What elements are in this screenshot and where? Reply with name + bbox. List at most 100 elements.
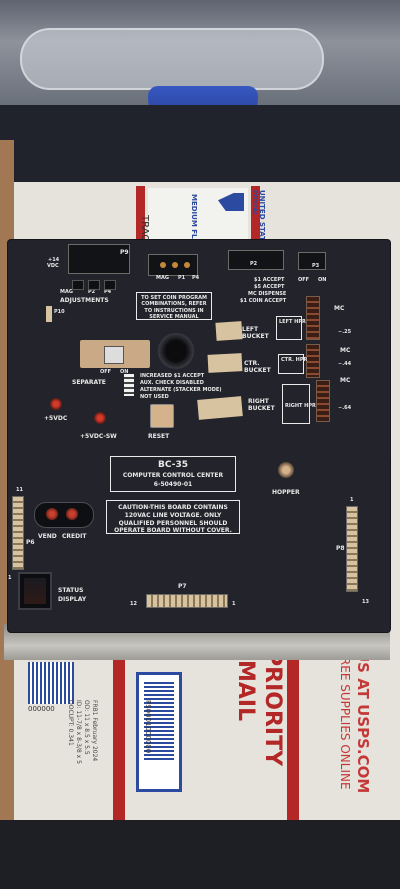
adjustment-pot-2[interactable]: [88, 280, 100, 290]
p7-connector: [146, 594, 228, 608]
mc-label-2: MC: [340, 347, 351, 354]
title-box: BC-35 COMPUTER CONTROL CENTER 6-50490-01: [110, 456, 236, 492]
mag-pin-3: [184, 262, 190, 268]
p8-pin-bottom: 13: [362, 599, 369, 605]
p10-connector: [46, 306, 52, 322]
board-cover: [8, 240, 390, 632]
dip-switch-accept[interactable]: [306, 296, 320, 340]
adjustment-pot-3[interactable]: [104, 280, 116, 290]
hpr-box-2: [278, 354, 304, 374]
box-red-stripe-top-right: [251, 186, 260, 242]
p6-connector: [12, 496, 24, 570]
label-p4b: P4: [192, 275, 200, 281]
usps-com-text: US AT USPS.COM: [354, 650, 372, 794]
fine-print-1: FRB1 February 2024: [91, 700, 98, 762]
p6-label: P6: [26, 539, 35, 546]
p6-pin-top: 11: [16, 487, 23, 493]
bin-handle: [20, 28, 324, 90]
free-supplies-text: FREE SUPPLIES ONLINE: [338, 650, 352, 790]
label-vdc: VDC: [47, 263, 59, 269]
p7-label: P7: [178, 583, 187, 590]
switch-off-label: OFF: [100, 369, 112, 375]
separate-label: SEPARATE: [72, 379, 106, 386]
p3-connector: [298, 252, 326, 270]
plus5vdc-led: [50, 398, 62, 410]
dip-switch-left[interactable]: [306, 344, 320, 378]
hpr-box-3: [282, 384, 310, 424]
reset-label: RESET: [148, 433, 170, 440]
label-p3: P3: [312, 263, 320, 269]
accept-label-3: MC DISPENSE: [248, 291, 287, 297]
tape-patch-2: [207, 353, 243, 373]
display-label: DISPLAY: [58, 596, 87, 603]
p8-label: P8: [336, 545, 345, 552]
bin-shadow: [0, 105, 400, 185]
right-bucket-label: RIGHT BUCKET: [248, 398, 275, 413]
label-on: ON: [318, 277, 327, 283]
mag-pin-1: [160, 262, 166, 268]
accept-label-1: $1 ACCEPT: [254, 277, 285, 283]
vend-label: VEND: [38, 533, 57, 540]
p9-connector: [68, 244, 130, 274]
plus5vdc-label: +5VDC: [44, 415, 68, 422]
tape-patch-3: [197, 396, 243, 420]
side-number-2: −.44: [338, 361, 352, 367]
hpr-box-1: [276, 316, 302, 340]
box-red-stripe-bottom-right: [287, 640, 299, 820]
postal-text: POSTAL: [251, 190, 258, 216]
label-p4: P4: [104, 289, 112, 295]
option-1: INCREASED $1 ACCEPT: [140, 373, 205, 379]
mag-pin-2: [172, 262, 178, 268]
option-3: ALTERNATE (STACKER MODE): [140, 387, 222, 393]
adjustment-pot-1[interactable]: [72, 280, 84, 290]
option-2: AUX. CHECK DISABLED: [140, 380, 204, 386]
caution-text: CAUTION-THIS BOARD CONTAINS 120VAC LINE …: [114, 504, 232, 535]
fine-print-4: OOCUPT: 0.341: [67, 700, 74, 746]
coin-program-note-box: TO SET COIN PROGRAM COMBINATIONS, REFER …: [136, 292, 212, 320]
status-label: STATUS: [58, 587, 84, 594]
barcode-center-number: PS0001000000: [144, 700, 152, 754]
barcode-left-number: 000000: [28, 705, 55, 713]
board-subtitle: COMPUTER CONTROL CENTER: [122, 472, 224, 479]
label-p10: P10: [54, 309, 65, 315]
plus5vdc-sw-label: +5VDC-SW: [80, 433, 117, 440]
switch-lever[interactable]: [104, 346, 124, 364]
p2-connector: [228, 250, 284, 270]
caution-box: CAUTION-THIS BOARD CONTAINS 120VAC LINE …: [106, 500, 240, 534]
floor-shadow: [0, 820, 400, 889]
hopper-led: [278, 462, 294, 478]
hpr-label-left: LEFT HPR: [279, 319, 306, 325]
left-bucket-label: LEFT BUCKET: [242, 326, 269, 341]
plus5vdc-sw-led: [94, 412, 106, 424]
hopper-label: HOPPER: [272, 489, 300, 496]
accept-label-4: $1 COIN ACCEPT: [240, 298, 287, 304]
credit-led: [66, 508, 78, 520]
dip-switch-right[interactable]: [316, 380, 330, 422]
hpr-label-ctr: CTR. HPR: [281, 357, 308, 363]
coin-program-note: TO SET COIN PROGRAM COMBINATIONS, REFER …: [141, 295, 207, 320]
accept-label-2: $5 ACCEPT: [254, 284, 285, 290]
barcode-left: [28, 662, 74, 704]
credit-label: CREDIT: [62, 533, 87, 540]
mc-label-3: MC: [340, 377, 351, 384]
vend-credit-recess: [34, 502, 94, 528]
label-plus14: +14: [48, 257, 60, 263]
option-dip-switch[interactable]: [124, 374, 134, 396]
board-part-number: 6-50490-01: [153, 481, 193, 488]
p6-pin-bottom: 1: [8, 575, 12, 581]
box-red-stripe-top: [136, 186, 145, 242]
priority-text: PRIORITY: [260, 650, 285, 767]
barcode-center-bars: [144, 680, 174, 760]
option-4: NOT USED: [140, 394, 169, 400]
label-off: OFF: [298, 277, 310, 283]
board-title: BC-35: [158, 460, 188, 470]
vend-led: [46, 508, 58, 520]
tape-patch-1: [215, 321, 243, 341]
mail-text: MAIL: [233, 660, 258, 722]
p8-pin-top: 1: [350, 497, 354, 503]
reset-button[interactable]: [150, 404, 174, 428]
fine-print-2: OD: 11 x 8.5 x 5.5: [83, 700, 90, 755]
fine-print-3: ID: 11-7/8 x 8-3/8 x 5: [75, 700, 82, 764]
mc-label-1: MC: [334, 305, 345, 312]
p7-pin-right: 1: [232, 601, 236, 607]
